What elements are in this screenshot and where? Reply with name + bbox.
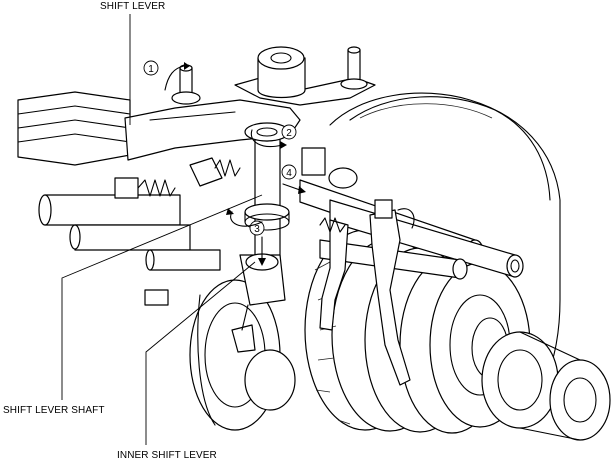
label-inner-shift-lever: INNER SHIFT LEVER bbox=[117, 450, 217, 461]
leader-lines bbox=[61, 14, 263, 445]
callout-2: 2 bbox=[250, 124, 297, 149]
svg-text:3: 3 bbox=[254, 224, 260, 235]
detent-springs bbox=[114, 147, 393, 306]
callout-1: 1 bbox=[143, 60, 190, 91]
shift-forks bbox=[319, 208, 415, 386]
label-shift-lever: SHIFT LEVER bbox=[100, 1, 166, 12]
callout-4: 4 bbox=[281, 164, 306, 194]
shift-lever-shaft-vertical bbox=[244, 122, 290, 266]
svg-text:1: 1 bbox=[148, 64, 154, 75]
shift-rods-left bbox=[38, 194, 221, 271]
callout-3: 3 bbox=[226, 208, 266, 266]
label-shift-lever-shaft: SHIFT LEVER SHAFT bbox=[3, 405, 105, 416]
pivot-pins bbox=[171, 46, 368, 105]
svg-text:2: 2 bbox=[286, 128, 292, 139]
output-shaft bbox=[481, 331, 611, 441]
selector-cylinder bbox=[257, 46, 306, 99]
svg-text:4: 4 bbox=[286, 168, 292, 179]
input-gear bbox=[189, 279, 296, 431]
